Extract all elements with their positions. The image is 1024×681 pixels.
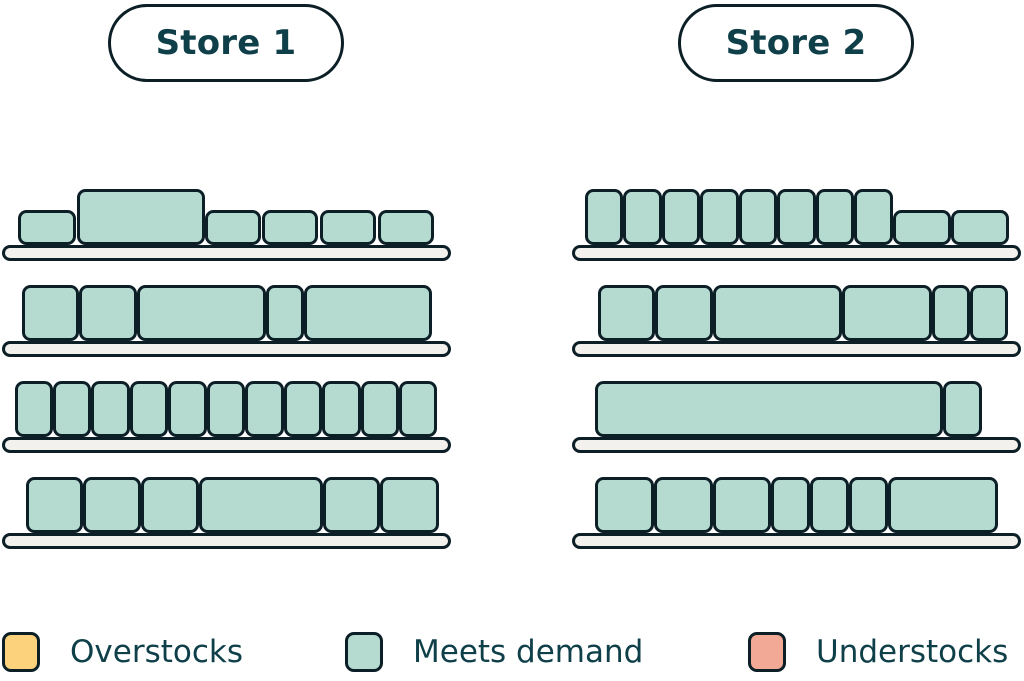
- shelf-board: [2, 437, 451, 453]
- product-box: [713, 285, 842, 341]
- shelf-board: [572, 245, 1021, 261]
- legend: Overstocks Meets demand Understocks: [0, 632, 1024, 680]
- product-box: [888, 477, 998, 533]
- product-box: [141, 477, 199, 533]
- store-2-title-text: Store 2: [725, 23, 867, 63]
- product-box: [266, 285, 304, 341]
- product-box: [943, 381, 982, 437]
- shelf-board: [572, 533, 1021, 549]
- product-box: [205, 210, 261, 245]
- product-box: [378, 210, 434, 245]
- legend-item-meets-demand: Meets demand: [345, 632, 643, 672]
- product-box: [322, 381, 361, 437]
- product-box: [893, 210, 951, 245]
- product-box: [79, 285, 137, 341]
- understocks-label: Understocks: [816, 634, 1009, 670]
- store-2-title: Store 2: [678, 4, 914, 82]
- store-1-shelves: [2, 189, 451, 549]
- product-box: [655, 285, 713, 341]
- understocks-swatch: [748, 632, 786, 672]
- product-box: [53, 381, 91, 437]
- store-2-shelf-2: [572, 285, 1021, 357]
- product-box: [77, 189, 205, 245]
- product-box: [262, 210, 318, 245]
- product-box: [380, 477, 439, 533]
- product-box: [207, 381, 245, 437]
- product-box: [662, 189, 700, 245]
- product-box: [598, 285, 655, 341]
- shelf-board: [572, 341, 1021, 357]
- store-1-shelf-2: [2, 285, 451, 357]
- store-2-shelves: [572, 189, 1021, 549]
- shelf-board: [2, 533, 451, 549]
- product-box: [849, 477, 888, 533]
- product-box: [15, 381, 53, 437]
- product-box: [245, 381, 284, 437]
- product-box: [810, 477, 849, 533]
- product-box: [130, 381, 168, 437]
- legend-item-overstocks: Overstocks: [2, 632, 243, 672]
- overstocks-label: Overstocks: [70, 634, 243, 670]
- product-box: [739, 189, 777, 245]
- product-box: [585, 189, 623, 245]
- product-box: [854, 189, 893, 245]
- shelf-board: [2, 341, 451, 357]
- product-box: [654, 477, 713, 533]
- product-box: [83, 477, 141, 533]
- store-1-title-text: Store 1: [155, 23, 297, 63]
- store-2-shelf-4: [572, 477, 1021, 549]
- product-box: [199, 477, 323, 533]
- product-box: [91, 381, 130, 437]
- product-box: [713, 477, 771, 533]
- product-box: [932, 285, 970, 341]
- shelf-board: [2, 245, 451, 261]
- store-1-shelf-4: [2, 477, 451, 549]
- overstocks-swatch: [2, 632, 40, 672]
- product-box: [18, 210, 76, 245]
- product-box: [399, 381, 437, 437]
- shelves-illustration: [2, 189, 1021, 549]
- product-box: [595, 477, 654, 533]
- legend-item-understocks: Understocks: [748, 632, 1008, 672]
- product-box: [137, 285, 266, 341]
- store-1-shelf-1: [2, 189, 451, 261]
- product-box: [951, 210, 1009, 245]
- product-box: [320, 210, 376, 245]
- product-box: [168, 381, 207, 437]
- product-box: [771, 477, 810, 533]
- store-2-shelf-1: [572, 189, 1021, 261]
- product-box: [623, 189, 662, 245]
- product-box: [26, 477, 83, 533]
- meets-demand-label: Meets demand: [413, 634, 644, 670]
- product-box: [816, 189, 854, 245]
- product-box: [777, 189, 816, 245]
- shelf-board: [572, 437, 1021, 453]
- product-box: [323, 477, 380, 533]
- product-box: [284, 381, 322, 437]
- store-1-title: Store 1: [108, 4, 344, 82]
- product-box: [595, 381, 943, 437]
- meets-demand-swatch: [345, 632, 383, 672]
- product-box: [842, 285, 932, 341]
- product-box: [700, 189, 739, 245]
- product-box: [22, 285, 79, 341]
- store-2-shelf-3: [572, 381, 1021, 453]
- product-box: [970, 285, 1008, 341]
- store-1-shelf-3: [2, 381, 451, 453]
- product-box: [361, 381, 399, 437]
- product-box: [304, 285, 432, 341]
